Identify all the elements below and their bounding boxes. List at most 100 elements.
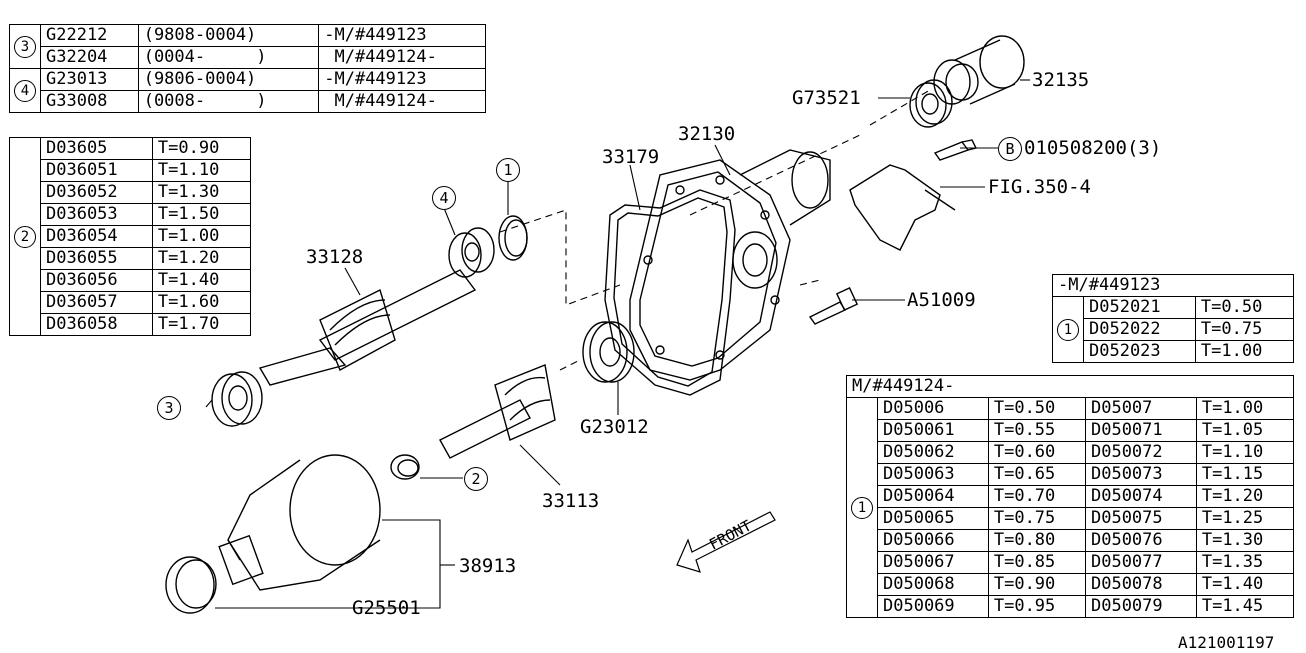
thickness: T=1.40 <box>1195 573 1295 596</box>
label-G25501: G25501 <box>352 597 421 619</box>
thickness: T=0.55 <box>987 419 1086 442</box>
serial-range: M/#449124- <box>318 46 486 69</box>
serial-header: -M/#449123 <box>1052 274 1294 297</box>
thickness: T=0.70 <box>987 485 1086 508</box>
thickness: T=0.95 <box>987 595 1086 618</box>
part-number: D036053 <box>40 203 153 226</box>
bracket <box>849 164 956 251</box>
driven-gear-33113 <box>439 364 556 459</box>
front-arrow <box>676 511 776 573</box>
part-number: D050078 <box>1084 573 1197 596</box>
part-number: D050071 <box>1084 419 1197 442</box>
thickness: T=1.50 <box>151 203 252 226</box>
part-number: D050067 <box>877 551 989 574</box>
thickness: T=0.90 <box>151 137 252 160</box>
part-number: D036051 <box>40 159 153 182</box>
date-range: (0004- ) <box>137 46 320 69</box>
thickness: T=1.20 <box>151 247 252 270</box>
oring-2 <box>390 454 420 480</box>
part-number: G33008 <box>40 90 139 113</box>
part-number: D050077 <box>1084 551 1197 574</box>
part-number: D050074 <box>1084 485 1197 508</box>
table-row: 1 D05006 T=0.50 D05007 T=1.00 <box>846 397 1295 618</box>
callout-3: 3 <box>157 396 181 420</box>
table-header-row: -M/#449123 <box>1052 274 1294 297</box>
part-number: D036054 <box>40 225 153 248</box>
part-number: G32204 <box>40 46 139 69</box>
label-fig-350-4: FIG.350-4 <box>988 176 1091 198</box>
thickness: T=1.40 <box>151 269 252 292</box>
label-010508200: 010508200(3) <box>1024 137 1162 159</box>
part-number: D050076 <box>1084 529 1197 552</box>
seal-G73521 <box>909 79 953 128</box>
part-number: G22212 <box>40 24 139 47</box>
diagram-reference-number: A121001197 <box>1178 633 1275 652</box>
part-number: D050061 <box>877 419 989 442</box>
part-number: D050069 <box>877 595 989 618</box>
thickness: T=1.10 <box>151 159 252 182</box>
thickness: T=1.70 <box>151 313 252 336</box>
thickness: T=1.25 <box>1195 507 1295 530</box>
serial-header: M/#449124- <box>846 375 1294 398</box>
label-G73521: G73521 <box>792 87 861 109</box>
thickness: T=1.45 <box>1195 595 1295 618</box>
thickness: T=1.05 <box>1195 419 1295 442</box>
cover-32135 <box>933 35 1025 105</box>
table-row: G32204 (0004- ) M/#449124- <box>10 46 486 69</box>
thickness: T=1.35 <box>1195 551 1295 574</box>
thickness: T=1.60 <box>151 291 252 314</box>
part-number: D052021 <box>1083 296 1196 319</box>
thickness: T=0.65 <box>987 463 1086 486</box>
callout-1: 1 <box>496 158 520 182</box>
part-number: D050068 <box>877 573 989 596</box>
gasket-33179 <box>604 189 736 396</box>
table-row: 3 G22212 (9808-0004) -M/#449123 <box>9 24 486 69</box>
date-range: (9806-0004) <box>137 68 320 91</box>
table-header-row: M/#449124- <box>846 375 1294 398</box>
part-number: D050065 <box>877 507 989 530</box>
label-33113: 33113 <box>542 490 600 512</box>
thickness: T=0.50 <box>1194 296 1295 319</box>
label-A51009: A51009 <box>907 289 976 311</box>
part-number: D052023 <box>1083 340 1196 363</box>
part-number: D050075 <box>1084 507 1197 530</box>
bolt-010508200 <box>933 139 978 161</box>
label-32130: 32130 <box>678 123 736 145</box>
part-number: D050063 <box>877 463 989 486</box>
thickness: T=0.60 <box>987 441 1086 464</box>
part-number: D050062 <box>877 441 989 464</box>
serial-range: -M/#449123 <box>318 24 486 47</box>
leader-lines <box>205 79 1030 609</box>
part-number: D036055 <box>40 247 153 270</box>
part-number: D050072 <box>1084 441 1197 464</box>
thickness: T=0.80 <box>987 529 1086 552</box>
assembly-axis-lines <box>499 89 931 371</box>
bolt-A51009 <box>808 286 859 325</box>
callout-2: 2 <box>9 137 41 336</box>
thickness: T=0.85 <box>987 551 1086 574</box>
seal-G25501 <box>165 556 217 614</box>
label-33128: 33128 <box>306 246 364 268</box>
thickness: T=1.20 <box>1195 485 1295 508</box>
callout-B: B <box>998 137 1022 161</box>
label-32135: 32135 <box>1032 69 1090 91</box>
housing-38913 <box>218 454 381 591</box>
part-number: D05007 <box>1084 397 1197 420</box>
part-number: D052022 <box>1083 318 1196 341</box>
